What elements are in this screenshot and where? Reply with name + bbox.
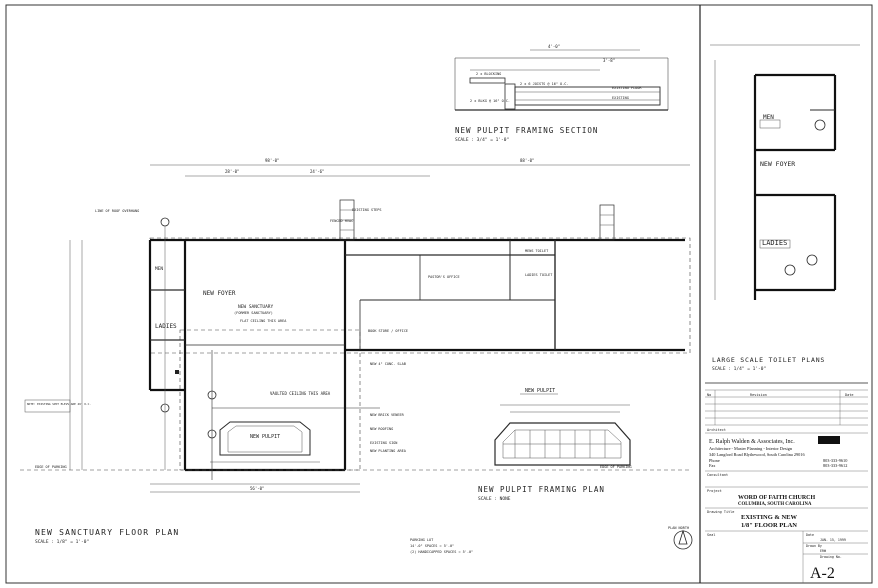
phone-label: Phone (709, 458, 720, 463)
toilet-room-new-foyer: NEW FOYER (760, 160, 795, 168)
section-title: NEW PULPIT FRAMING SECTION (455, 126, 598, 135)
svg-text:98'-0": 98'-0" (265, 158, 279, 163)
section-scale: SCALE : 3/4" = 1'-0" (455, 137, 509, 143)
firm-logo-icon (818, 436, 840, 444)
phone-value: 803-333-9610 (823, 458, 847, 463)
project-label: Project (707, 489, 722, 493)
rev-no-header: No (707, 393, 711, 397)
svg-text:56'-0": 56'-0" (250, 486, 264, 491)
svg-text:2 x BLOCKING: 2 x BLOCKING (476, 72, 501, 76)
toilet-scale: SCALE : 1/4" = 1'-0" (712, 366, 766, 372)
room-new-sanctuary: NEW SANCTUARY (238, 304, 274, 310)
sanctuary-floor-plan: 98'-0" 88'-0" 28'-0" 24'-6" 56'-0" (20, 158, 693, 554)
framing-plan-title: NEW PULPIT FRAMING PLAN (478, 485, 605, 494)
drawn-by-label: Drawn By (806, 544, 822, 548)
toilet-plans: MEN NEW FOYER LADIES LARGE SCALE TOILET … (710, 44, 860, 372)
note-existing-steps: EXISTING STEPS (352, 208, 382, 212)
date-value: JAN. 15, 1999 (820, 538, 846, 542)
sheet-number: A-2 (810, 565, 835, 582)
firm-address: 340 Langford Road Blythewood, South Caro… (709, 452, 805, 458)
pulpit-framing-plan: NEW PULPIT NEW PULPIT FRAMING PLAN SCALE… (478, 388, 631, 502)
firm-name: E. Ralph Walden & Associates, Inc. (709, 439, 795, 445)
svg-text:EXISTING: EXISTING (612, 96, 629, 100)
plan-north-label: PLAN NORTH (668, 526, 689, 530)
note-planting-area: NEW PLANTING AREA (370, 449, 407, 453)
drawing-title-2: 1/8" FLOOR PLAN (741, 522, 797, 529)
sanctuary-title: NEW SANCTUARY FLOOR PLAN (35, 528, 179, 537)
project-location: COLUMBIA, SOUTH CAROLINA (738, 502, 812, 507)
svg-text:EXISTING FLOOR: EXISTING FLOOR (612, 86, 642, 90)
svg-text:2 x BLKG @ 16" O.C.: 2 x BLKG @ 16" O.C. (470, 99, 510, 103)
rev-date-header: Date (845, 393, 853, 397)
note-roof-overhang: LINE OF ROOF OVERHANG (95, 209, 139, 213)
title-block: No Revision Date Architect E. Ralph Wald… (705, 382, 868, 583)
svg-text:2 x 6 JOISTS @ 16" O.C.: 2 x 6 JOISTS @ 16" O.C. (520, 82, 568, 86)
svg-text:4'-0": 4'-0" (548, 44, 560, 49)
room-new-foyer: NEW FOYER (203, 290, 236, 297)
north-arrow-icon (673, 529, 693, 550)
room-mens-toilet: MENS TOILET (525, 249, 549, 253)
toilet-title: LARGE SCALE TOILET PLANS (712, 356, 825, 364)
pulpit-title: NEW PULPIT (525, 388, 555, 394)
room-book-store: BOOK STORE / OFFICE (368, 329, 408, 333)
fax-label: Fax (709, 463, 716, 468)
room-ladies-toilet: LADIES TOILET (525, 273, 553, 277)
date-label: Date (806, 533, 814, 537)
framing-plan-scale: SCALE : NONE (478, 496, 511, 502)
svg-text:3'-8": 3'-8" (603, 58, 615, 63)
note-spot-elevs: NOTE: EXISTING SPOT ELEVS ARE 46' O.C. (27, 402, 91, 406)
firm-services: Architecture - Master Planning - Interio… (709, 446, 793, 451)
note-fenced-hvac: FENCED HVAC (330, 219, 353, 223)
svg-text:88'-0": 88'-0" (520, 158, 534, 163)
room-ladies: LADIES (155, 323, 177, 330)
fax-value: 803-333-9612 (823, 463, 847, 468)
project-name: WORD OF FAITH CHURCH (738, 495, 815, 501)
drawing-no-label: Drawing No. (820, 555, 842, 559)
toilet-room-ladies: LADIES (762, 239, 787, 247)
note-parking-hc: (2) HANDICAPPED SPACES = 5'-0" (410, 550, 473, 554)
room-former-sanctuary: (FORMER SANCTUARY) (234, 311, 273, 315)
note-conc-slab: NEW 4" CONC. SLAB (370, 362, 406, 366)
room-men: MEN (155, 266, 163, 272)
note-vaulted-ceiling: VAULTED CEILING THIS AREA (270, 391, 331, 396)
svg-text:28'-0": 28'-0" (225, 169, 239, 174)
consultant-label: Consultant (707, 473, 728, 477)
drawing-title-label: Drawing Title (707, 510, 734, 514)
toilet-room-men: MEN (763, 114, 774, 121)
room-pastors-office: PASTOR'S OFFICE (428, 275, 460, 279)
note-brick-veneer: NEW BRICK VENEER (370, 413, 405, 417)
sanctuary-scale: SCALE : 1/8" = 1'-0" (35, 539, 89, 545)
rev-revision-header: Revision (750, 393, 767, 397)
room-new-pulpit: NEW PULPIT (250, 434, 280, 440)
pulpit-framing-section: 4'-0" 3'-8" 2 x BLOCKING 2 x 6 JOISTS @ … (454, 44, 669, 143)
drawn-by-value: ERW (820, 549, 826, 553)
note-edge-parking-left: EDGE OF PARKING (35, 465, 67, 469)
drawing-title-1: EXISTING & NEW (741, 514, 797, 521)
note-flat-ceiling: FLAT CEILING THIS AREA (240, 319, 287, 323)
note-existing-sign: EXISTING SIGN (370, 441, 397, 445)
note-new-roofing: NEW ROOFING (370, 427, 393, 431)
seal-label: Seal (707, 533, 715, 537)
note-edge-parking-right: EDGE OF PARKING (600, 465, 632, 469)
note-parking-lot: PARKING LOT (410, 538, 434, 542)
note-parking-spaces: 14'-0" SPACES = 5'-0" (410, 544, 454, 548)
svg-text:24'-6": 24'-6" (310, 169, 324, 174)
architect-label: Architect (707, 428, 726, 432)
